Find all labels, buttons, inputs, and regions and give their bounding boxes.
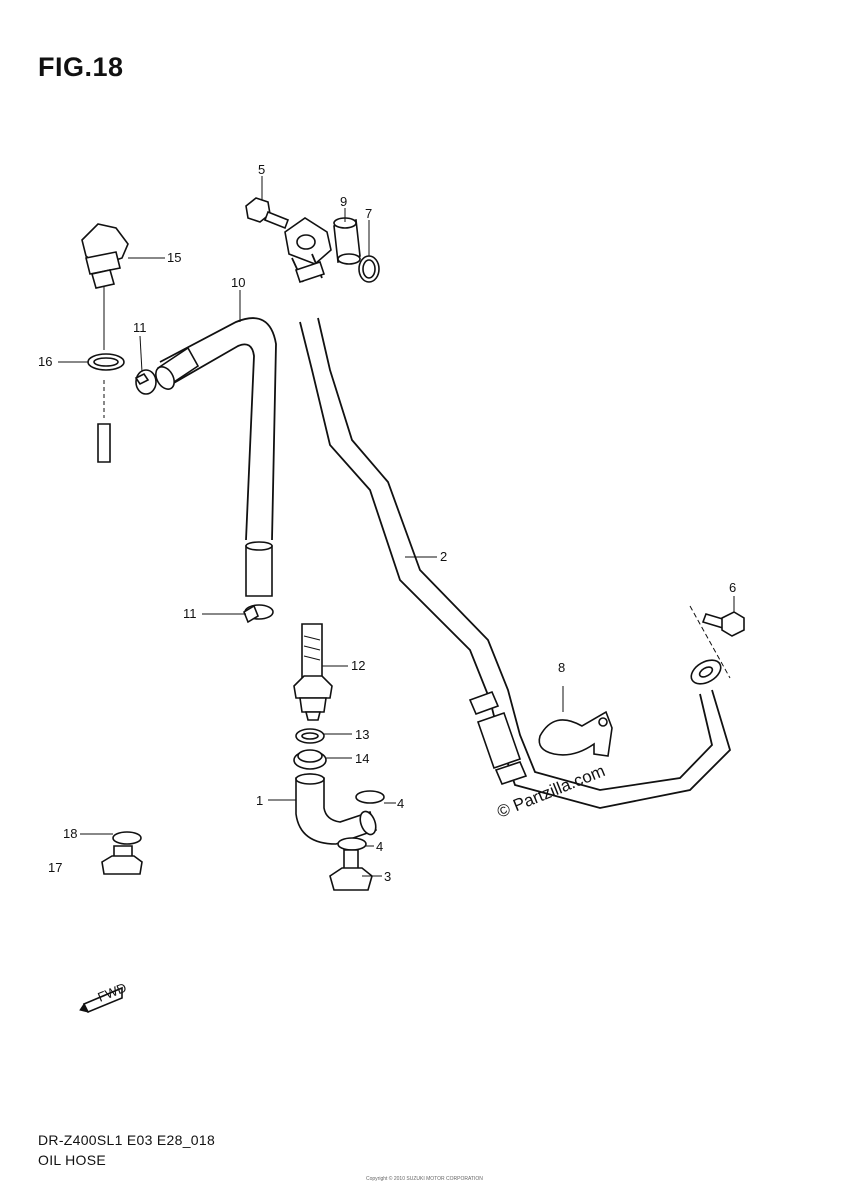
clamp-14-inner [297, 749, 323, 763]
callout-12: 12 [351, 658, 365, 673]
figure-title: FIG.18 [38, 52, 124, 82]
callout-14: 14 [355, 751, 369, 766]
footer-section-name: OIL HOSE [38, 1152, 107, 1168]
callout-6: 6 [729, 580, 736, 595]
o-ring-7-inner [362, 259, 376, 279]
callout-9: 9 [340, 194, 347, 209]
callout-4-upper: 4 [397, 796, 404, 811]
bolt-5 [245, 197, 290, 230]
washer-13-inner [301, 732, 319, 740]
callout-5: 5 [258, 162, 265, 177]
washer-4-upper [355, 790, 385, 804]
forward-arrow-icon: FWD [79, 980, 129, 1014]
callout-8: 8 [558, 660, 565, 675]
callout-7: 7 [365, 206, 372, 221]
oil-pressure-switch-12 [293, 623, 333, 721]
callout-16: 16 [38, 354, 52, 369]
callout-17: 17 [48, 860, 62, 875]
clamp-bracket-8 [538, 686, 613, 757]
union-bolt-3 [329, 849, 373, 891]
callout-10: 10 [231, 275, 245, 290]
callout-11-lower: 11 [183, 606, 197, 621]
callout-18: 18 [63, 826, 77, 841]
clip-11-lower [243, 604, 274, 624]
callout-4-lower: 4 [376, 839, 383, 854]
elbow-hose-1 [295, 773, 378, 845]
callout-3: 3 [384, 869, 391, 884]
washer-18 [112, 831, 142, 845]
footer-model-code: DR-Z400SL1 E03 E28_018 [38, 1132, 216, 1148]
leader-11-upper [139, 335, 143, 373]
washer-4-lower [337, 837, 367, 851]
oil-hose-2 [299, 317, 732, 809]
callout-11-upper: 11 [133, 320, 147, 335]
callout-1: 1 [256, 793, 263, 808]
callout-15: 15 [167, 250, 181, 265]
callout-13: 13 [355, 727, 369, 742]
drain-bolt-17 [101, 845, 143, 875]
sleeve-9 [333, 217, 361, 265]
clip-11-upper [134, 369, 157, 395]
o-ring-16-inner [93, 357, 119, 367]
footer-fine-print: Copyright © 2010 SUZUKI MOTOR CORPORATIO… [366, 1176, 483, 1182]
callout-2: 2 [440, 549, 447, 564]
dipstick-cap-15 [81, 223, 129, 463]
banjo-fitting-top [284, 217, 332, 284]
breather-hose-10 [155, 317, 277, 597]
